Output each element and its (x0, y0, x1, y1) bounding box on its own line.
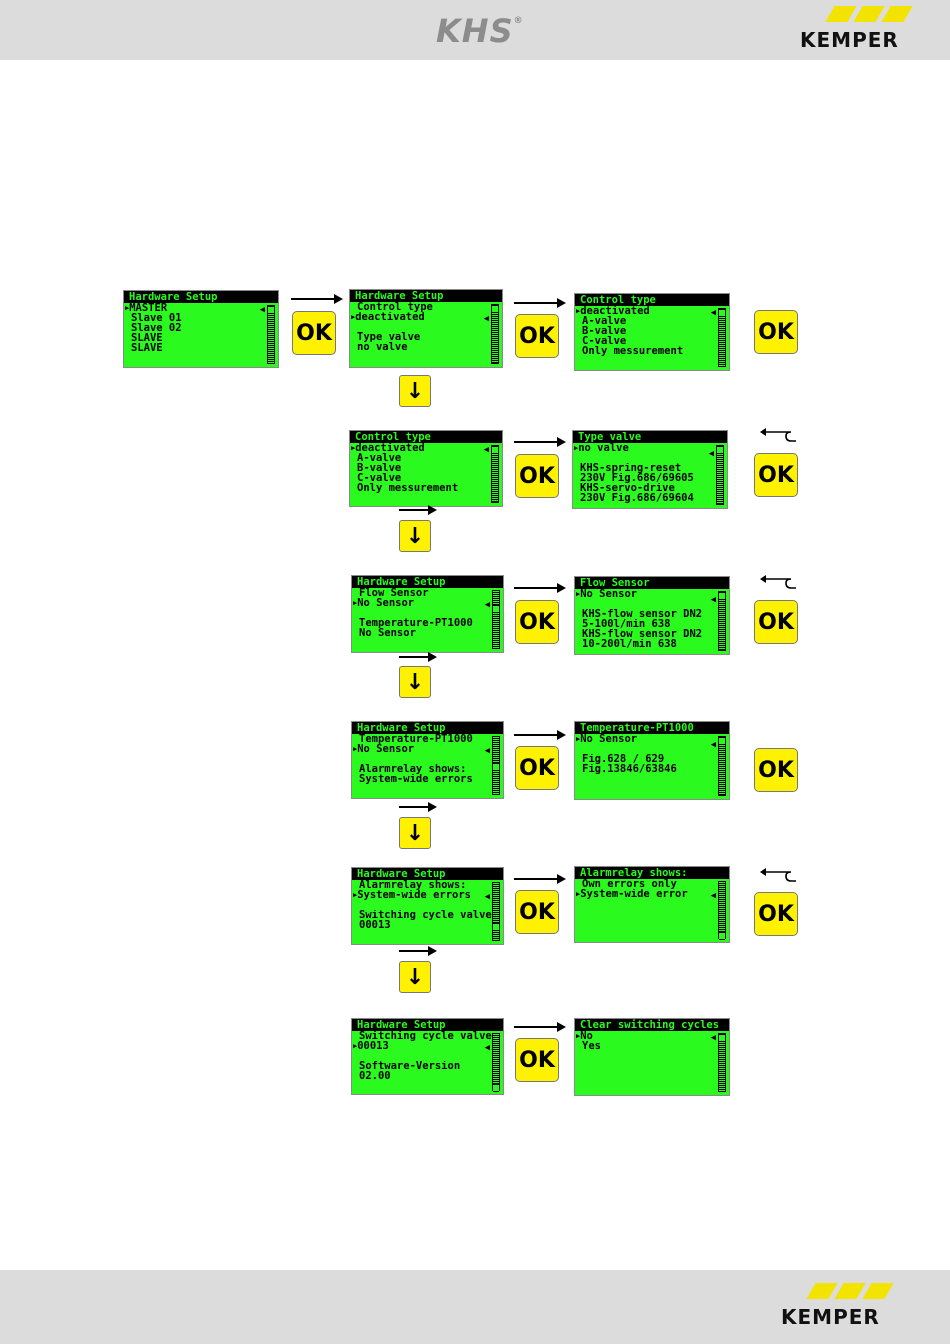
footer-band (0, 1270, 950, 1344)
down-arrow-button[interactable]: ↓ (399, 375, 431, 407)
back-arrow-icon (760, 575, 796, 589)
ok-button[interactable]: OK (515, 314, 559, 358)
down-arrow-button[interactable]: ↓ (399, 520, 431, 552)
arrow-right (514, 1022, 566, 1032)
arrow-right (399, 802, 437, 812)
khs-logo: KHS® (436, 12, 524, 50)
kemper-logo-footer: KEMPER (781, 1283, 921, 1335)
screen-alarmrelay-shows: Alarmrelay shows: Own errors only System… (574, 866, 730, 943)
ok-button[interactable]: OK (515, 1038, 559, 1082)
arrow-right (514, 298, 566, 308)
down-arrow-button[interactable]: ↓ (399, 817, 431, 849)
screen-clear-switching-cycles: Clear switching cycles No Yes ◀ (574, 1018, 730, 1096)
ok-button[interactable]: OK (754, 892, 798, 936)
screen-control-type-list: Control type deactivated A-valve B-valve… (574, 293, 730, 371)
screen-temperature-pt1000: Temperature-PT1000 No Sensor Fig.628 / 6… (574, 721, 730, 800)
screen-hardware-setup-alarmrelay: Hardware Setup Alarmrelay shows: System-… (351, 867, 504, 945)
screen-control-type-selection: Control type deactivated A-valve B-valve… (349, 430, 503, 507)
screen-flow-sensor: Flow Sensor No Sensor KHS-flow sensor DN… (574, 576, 730, 655)
arrow-right (514, 583, 566, 593)
header-band (0, 0, 950, 60)
ok-button[interactable]: OK (754, 310, 798, 354)
arrow-right (514, 730, 566, 740)
ok-button[interactable]: OK (515, 600, 559, 644)
ok-button[interactable]: OK (515, 454, 559, 498)
screen-hardware-setup-temperature: Hardware Setup Temperature-PT1000 No Sen… (351, 721, 504, 799)
arrow-right (399, 946, 437, 956)
arrow-right (399, 505, 437, 515)
arrow-right (514, 437, 566, 447)
ok-button[interactable]: OK (292, 311, 336, 355)
ok-button[interactable]: OK (754, 453, 798, 497)
arrow-right (399, 652, 437, 662)
screen-hardware-setup-switching-cycle: Hardware Setup Switching cycle valve 000… (351, 1018, 504, 1095)
ok-button[interactable]: OK (754, 748, 798, 792)
ok-button[interactable]: OK (515, 890, 559, 934)
back-arrow-icon (760, 868, 796, 882)
arrow-right (514, 874, 566, 884)
back-arrow-icon (760, 428, 796, 442)
arrow-right (291, 294, 343, 304)
screen-hardware-setup-control-type: Hardware Setup Control type deactivated … (349, 289, 503, 368)
kemper-logo-header: KEMPER (800, 6, 940, 58)
screen-hardware-setup-master: Hardware Setup MASTER Slave 01 Slave 02 … (123, 290, 279, 368)
ok-button[interactable]: OK (754, 600, 798, 644)
down-arrow-button[interactable]: ↓ (399, 666, 431, 698)
screen-type-valve: Type valve no valve KHS-spring-reset 230… (572, 430, 728, 509)
screen-hardware-setup-flow-sensor: Hardware Setup Flow Sensor No Sensor Tem… (351, 575, 504, 653)
down-arrow-button[interactable]: ↓ (399, 961, 431, 993)
ok-button[interactable]: OK (515, 746, 559, 790)
